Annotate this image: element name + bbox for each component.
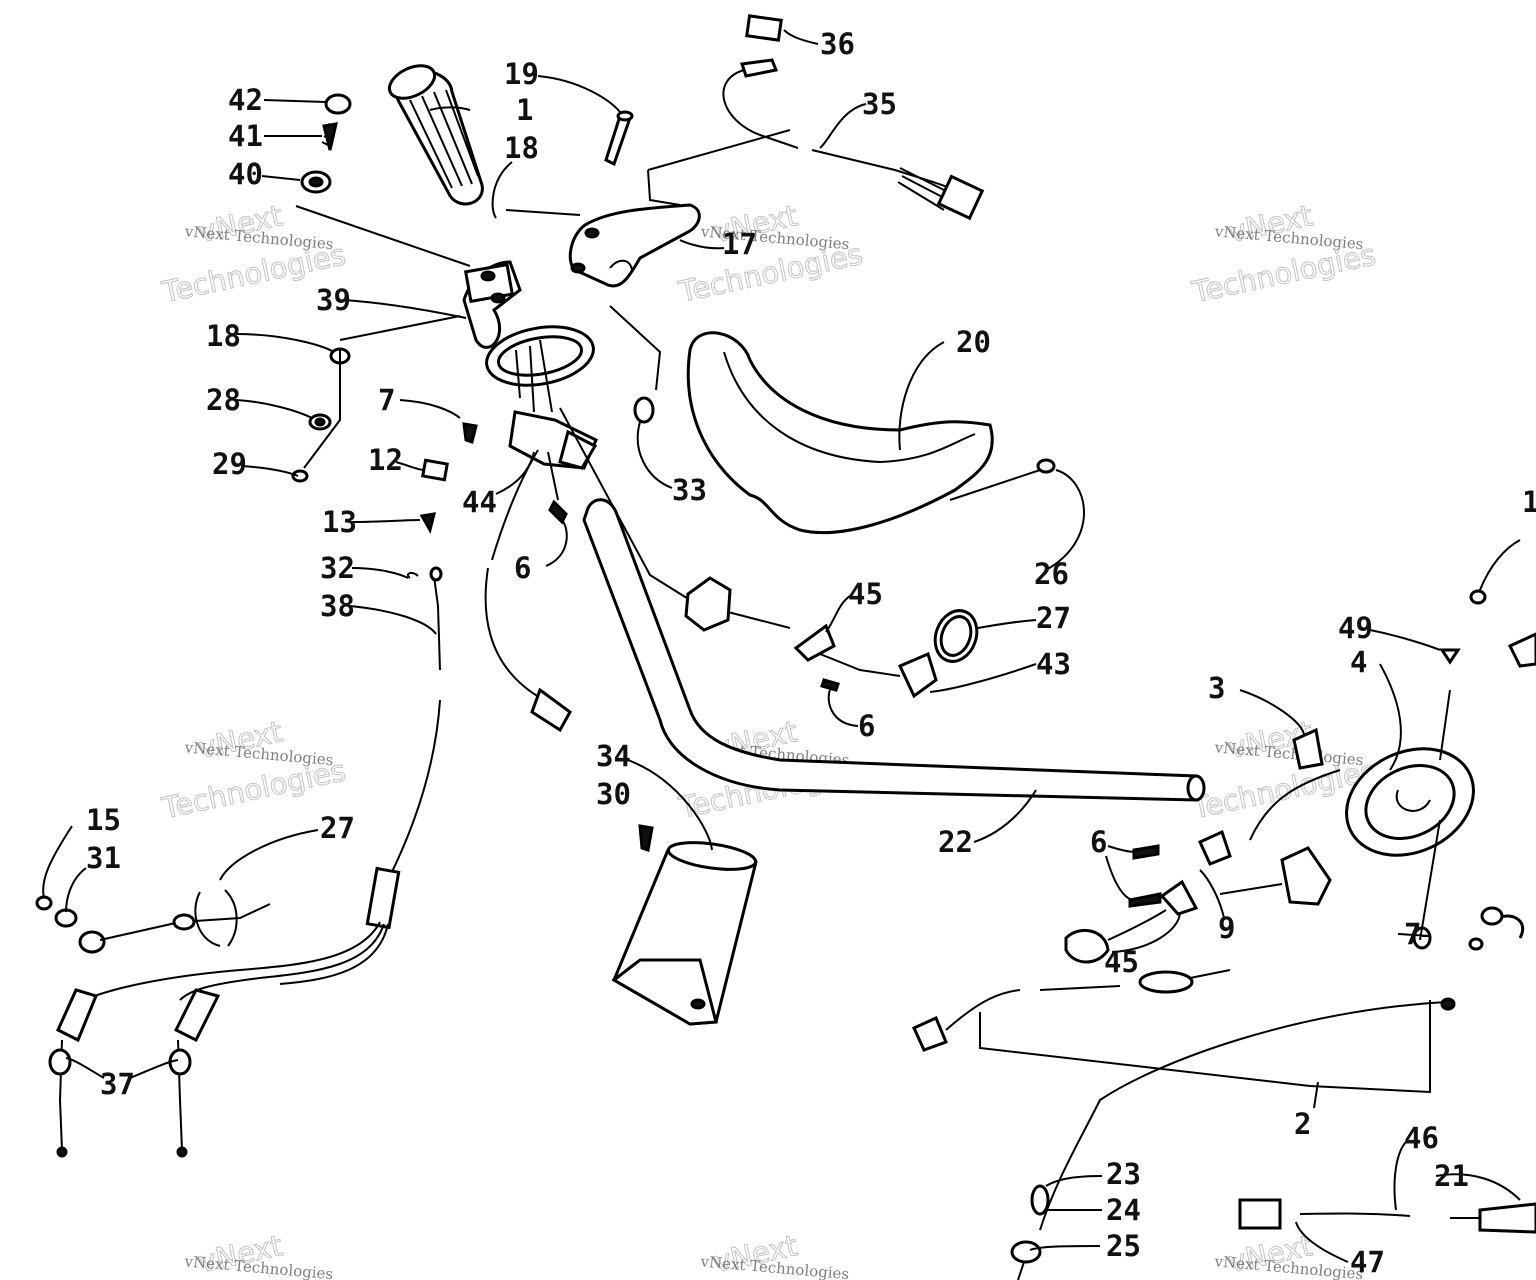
callout-36: 36 (820, 27, 855, 61)
callout-26: 26 (1034, 557, 1069, 591)
callout-25: 25 (1106, 1229, 1141, 1263)
small-hardware-left (291, 347, 478, 579)
throttle-cable-left (48, 566, 443, 1158)
callout-labels: 42 41 40 1 19 18 36 35 17 39 18 28 7 29 … (86, 27, 1536, 1279)
callout-34: 34 (596, 739, 631, 773)
right-brake-assembly (1064, 539, 1536, 964)
kill-switch (491, 410, 598, 561)
callout-2: 2 (1294, 1107, 1311, 1141)
callout-9: 9 (1218, 911, 1235, 945)
callout-27-left: 27 (320, 811, 355, 845)
bolt (604, 110, 634, 167)
callout-4: 4 (1350, 645, 1367, 679)
callout-22: 22 (938, 825, 973, 859)
callout-12: 12 (368, 443, 403, 477)
headlight-switch (559, 407, 938, 699)
cap-and-screw (300, 93, 352, 194)
leader-lines (42, 29, 1521, 1263)
callout-24: 24 (1106, 1193, 1141, 1227)
callout-6: 6 (514, 551, 531, 585)
mirror-bracket (568, 203, 701, 288)
callout-18: 18 (504, 131, 539, 165)
watermark-bottom-middle: vNext vNext Technologies (699, 1228, 850, 1280)
watermark-mid-left: vNext vNext Technologies Technologies (158, 714, 349, 826)
callout-32: 32 (320, 551, 355, 585)
callout-18-lower: 18 (206, 319, 241, 353)
callout-42: 42 (228, 83, 263, 117)
svg-text:Technologies: Technologies (1188, 237, 1378, 309)
vent-chute (611, 824, 758, 1026)
callout-7: 7 (378, 383, 395, 417)
watermark-bottom-left: vNext vNext Technologies (183, 1228, 334, 1280)
handlebar (582, 498, 1206, 802)
callout-28: 28 (206, 383, 241, 417)
callout-41: 41 (228, 119, 263, 153)
clamp-rings (633, 396, 979, 663)
callout-15: 15 (86, 803, 121, 837)
callout-17: 17 (722, 227, 757, 261)
callout-44: 44 (462, 485, 497, 519)
callout-19: 19 (504, 57, 539, 91)
callout-47: 47 (1350, 1245, 1385, 1279)
callout-45: 45 (848, 577, 883, 611)
switch-lead-wire (484, 567, 572, 733)
callout-3: 3 (1208, 671, 1225, 705)
callout-37: 37 (100, 1067, 135, 1101)
callout-30: 30 (596, 777, 631, 811)
callout-1-edge: 1 (1522, 485, 1536, 519)
callout-21: 21 (1434, 1159, 1469, 1193)
callout-27: 27 (1036, 601, 1071, 635)
callout-1: 1 (516, 93, 533, 127)
callout-23: 23 (1106, 1157, 1141, 1191)
watermark-top-middle: vNext vNext Technologies Technologies (675, 198, 866, 310)
callout-38: 38 (320, 589, 355, 623)
callout-29: 29 (212, 447, 247, 481)
cable-ends-left (35, 889, 271, 954)
callout-31: 31 (86, 841, 121, 875)
wiring-harness-upper (722, 14, 985, 221)
callout-49: 49 (1338, 611, 1373, 645)
watermark-bottom-right: vNext vNext Technologies (1213, 1228, 1364, 1280)
callout-46: 46 (1404, 1121, 1439, 1155)
right-cable-assembly (912, 969, 1536, 1280)
callout-20: 20 (956, 325, 991, 359)
watermark-top-right: vNext vNext Technologies Technologies (1188, 198, 1379, 310)
callout-6-middle: 6 (858, 709, 875, 743)
callout-40: 40 (228, 157, 263, 191)
callout-43: 43 (1036, 647, 1071, 681)
hand-grip (387, 64, 484, 206)
callout-7-right: 7 (1404, 917, 1421, 951)
throttle-housing (462, 260, 595, 413)
callout-6-right: 6 (1090, 825, 1107, 859)
hand-guard (686, 331, 1056, 535)
callout-39: 39 (316, 283, 351, 317)
callout-45-right: 45 (1104, 945, 1139, 979)
callout-33: 33 (672, 473, 707, 507)
callout-35: 35 (862, 87, 897, 121)
callout-13: 13 (322, 505, 357, 539)
parts-layer (35, 14, 1536, 1280)
